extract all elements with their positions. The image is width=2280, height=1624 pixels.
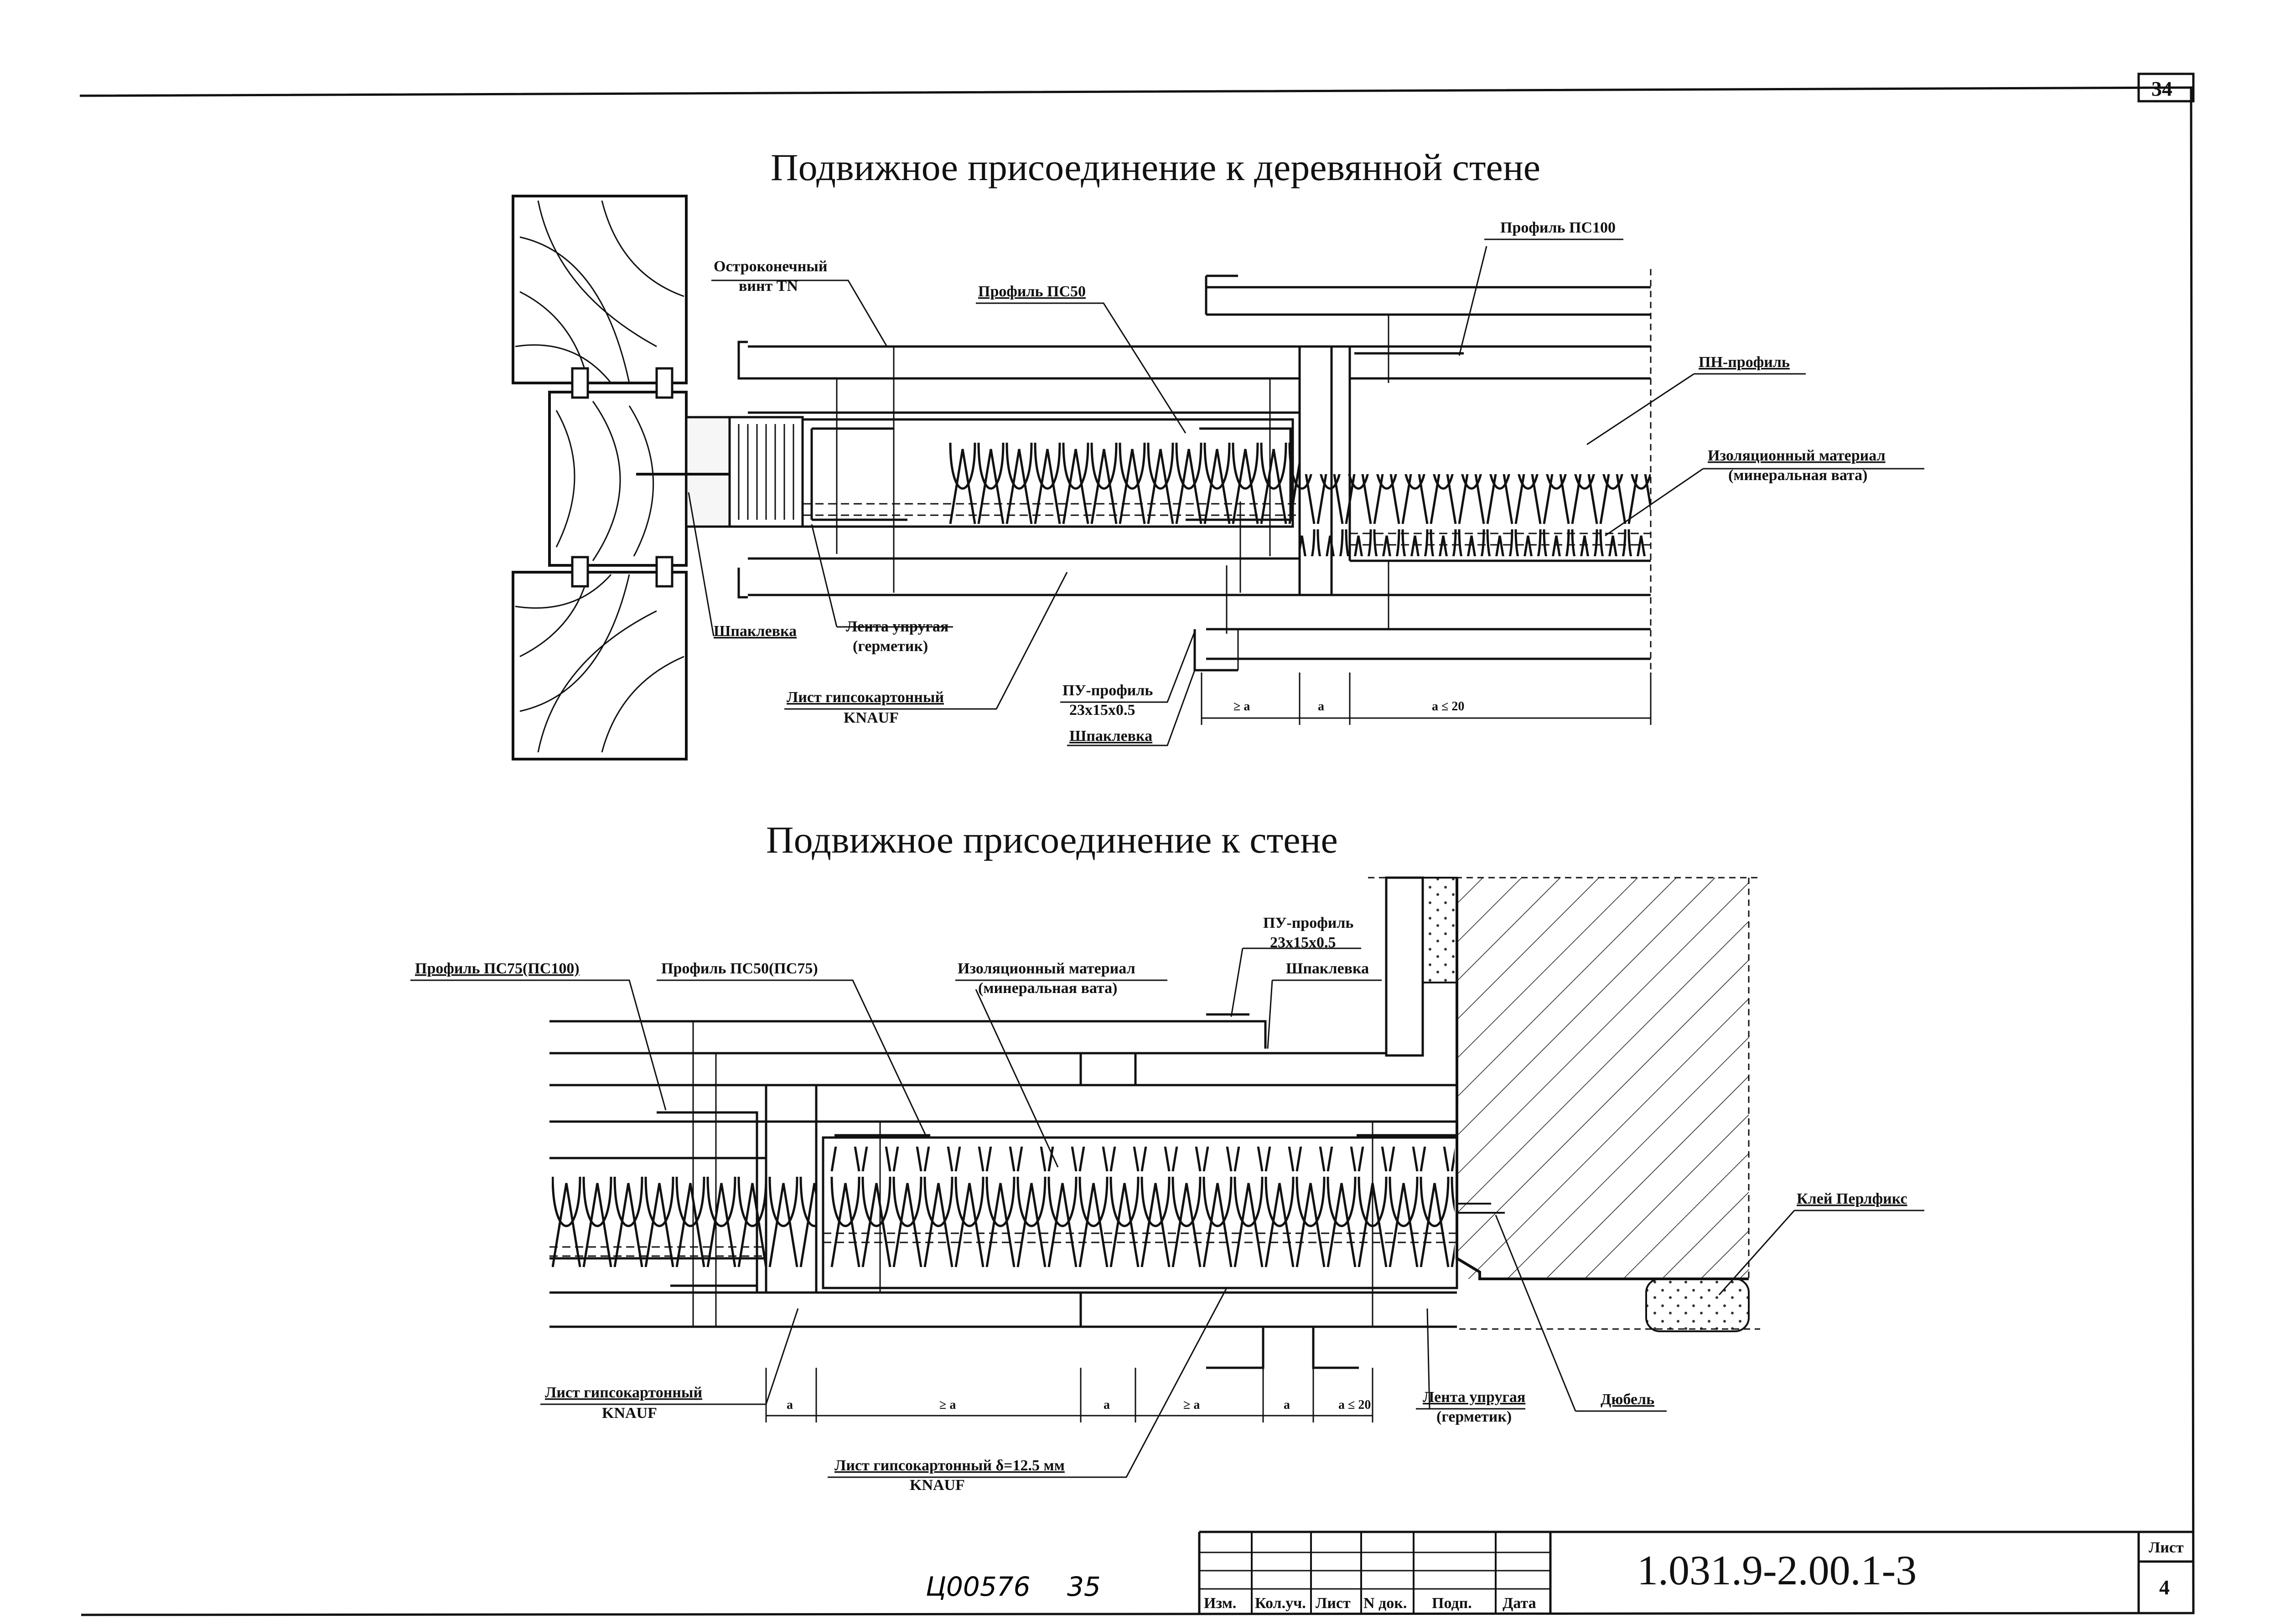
dim-bottom-4: ≥ a (1183, 1398, 1200, 1412)
label-vint-line1: Остроконечный (714, 258, 827, 275)
label-pu-line1: ПУ-профиль (1062, 682, 1153, 699)
label-ps100: Профиль ПС100 (1500, 219, 1616, 236)
label-lenta-b-line1: Лента упругая (1423, 1389, 1525, 1406)
dim-bottom-5: a (1284, 1398, 1290, 1412)
bottom-drawing-title: Подвижное присоединение к стене (766, 819, 1338, 861)
label-insulation-line2: (минеральная вата) (1728, 467, 1867, 484)
dim-top-2: a (1318, 699, 1324, 714)
top-labels: Остроконечный винт TN Профиль ПС50 Профи… (714, 219, 1886, 745)
sheet-frame: 34 (79, 72, 2195, 1616)
document-code: 1.031.9-2.00.1-3 (1637, 1547, 1917, 1593)
dim-bottom-6: a ≤ 20 (1338, 1398, 1371, 1412)
page-number-box (2137, 72, 2195, 103)
label-klei-perlfix: Клей Перлфикс (1797, 1190, 1907, 1207)
label-dubel: Дюбель (1601, 1391, 1654, 1408)
label-pu-line2: 23x15x0.5 (1069, 702, 1135, 719)
tb-header-list: Лист (1316, 1595, 1351, 1612)
label-vint-line2: винт TN (739, 278, 798, 295)
label-ps50: Профиль ПС50 (978, 283, 1086, 300)
label-shpaklevka-bottom: Шпаклевка (1069, 728, 1152, 745)
label-gkl125-line2: KNAUF (910, 1477, 965, 1494)
bottom-labels: Профиль ПС75(ПС100) Профиль ПС50(ПС75) И… (415, 915, 1907, 1494)
label-shpak-b: Шпаклевка (1286, 960, 1369, 977)
wooden-wall (512, 195, 688, 760)
tb-header-ndok: N док. (1363, 1595, 1407, 1612)
label-gkl-b-line2: KNAUF (602, 1405, 657, 1422)
wool-bottom-left (552, 1174, 816, 1272)
label-pu-b-line2: 23x15x0.5 (1270, 934, 1336, 951)
tb-header-data: Дата (1503, 1595, 1536, 1612)
label-insulation-b-line1: Изоляционный материал (958, 960, 1135, 977)
label-gkl-line2: KNAUF (844, 709, 899, 726)
label-pn-profile: ПН-профиль (1699, 354, 1790, 371)
page-number: 34 (2151, 77, 2172, 100)
top-dimension-line: ≥ a a a ≤ 20 (1201, 672, 1652, 725)
label-lenta-b-line2: (герметик) (1436, 1408, 1512, 1425)
label-insulation-b-line2: (минеральная вата) (978, 980, 1117, 997)
tb-header-podp: Подп. (1432, 1595, 1472, 1612)
title-block: Изм. Кол.уч. Лист N док. Подп. Дата 1.03… (1198, 1531, 2193, 1614)
label-ps50-75: Профиль ПС50(ПС75) (661, 960, 818, 977)
label-pu-b-line1: ПУ-профиль (1263, 915, 1353, 931)
bottom-partition (549, 1013, 1505, 1369)
label-gkl-b-line1: Лист гипсокартонный (545, 1384, 702, 1401)
top-drawing-title: Подвижное присоединение к деревянной сте… (771, 146, 1540, 189)
label-gkl-line1: Лист гипсокартонный (787, 689, 944, 706)
dim-bottom-1: a (787, 1398, 793, 1412)
tb-header-koluch: Кол.уч. (1255, 1595, 1306, 1612)
handwritten-stamp: Ц00576 35 (926, 1571, 1101, 1602)
bottom-dimension-line: a ≥ a a ≥ a a a ≤ 20 (765, 1368, 1373, 1422)
handwritten-number: Ц00576 (926, 1571, 1031, 1602)
tb-header-izm: Изм. (1204, 1595, 1236, 1612)
handwritten-copy: 35 (1067, 1571, 1101, 1602)
label-gkl125-line1: Лист гипсокартонный δ=12.5 мм (834, 1457, 1065, 1474)
top-leaders (688, 238, 1924, 746)
dim-top-3: a ≤ 20 (1432, 699, 1464, 714)
dim-top-1: ≥ a (1233, 699, 1250, 714)
top-partition-left (748, 345, 1300, 596)
bottom-leaders (410, 947, 1924, 1478)
wool-top-right (1300, 474, 1651, 556)
label-shpaklevka-left: Шпаклевка (714, 623, 797, 640)
label-lenta-line2: (герметик) (853, 638, 928, 655)
label-lenta-line1: Лента упругая (846, 618, 948, 635)
sheet-label: Лист (2149, 1539, 2184, 1556)
glue-perlfix (1645, 1278, 1750, 1332)
wool-bottom (830, 1147, 1455, 1270)
masonry-wall (1368, 876, 1760, 1332)
dim-bottom-2: ≥ a (939, 1398, 956, 1412)
label-insulation-line1: Изоляционный материал (1708, 447, 1886, 464)
dim-bottom-3: a (1104, 1398, 1110, 1412)
sheet-number: 4 (2159, 1576, 2170, 1599)
wool-top-left (948, 440, 1300, 527)
label-ps75: Профиль ПС75(ПС100) (415, 960, 580, 977)
